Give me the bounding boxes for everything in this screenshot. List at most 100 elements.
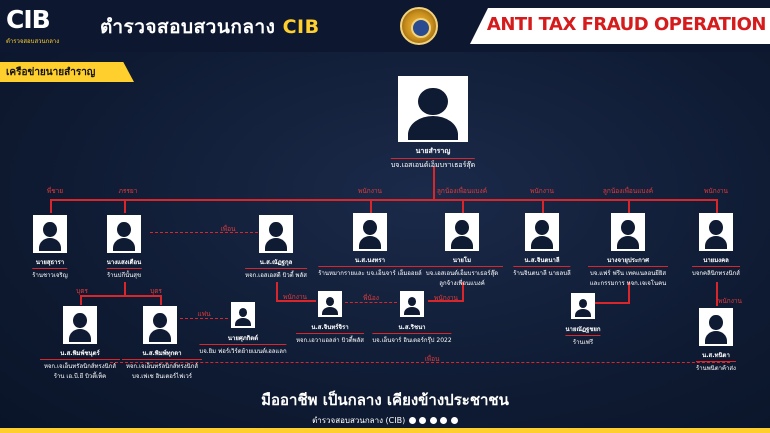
name-r2-1: น.ส.พิมพ์ทุกดา (122, 348, 202, 360)
label-r2-1: น.ส.พิมพ์ทุกดา หจก.เจเอ็นทรัลนิกส์ทรงนิก… (122, 348, 202, 381)
person-r1-2[interactable] (259, 215, 293, 253)
org-r1-0: ร้านชาวเจริญ (32, 272, 68, 279)
person-r2-0[interactable] (63, 306, 97, 344)
org-r1-2: หจก.เอสเอสดี บิวตี้ พลัส (245, 272, 307, 279)
rel-r1-4: ลูกน้องเพื่อนแบงค์ (436, 187, 488, 195)
rel-r1-3: พนักงาน (358, 187, 382, 195)
person-r2-5[interactable] (571, 293, 595, 319)
partner-dotted (180, 318, 228, 319)
rel-employee: พนักงาน (434, 294, 458, 302)
name-r2-5: นายณัฏฐชยก (565, 324, 601, 336)
rel-r1-7: พนักงาน (704, 187, 728, 195)
person-r2-6[interactable] (699, 308, 733, 346)
root-connector (433, 166, 435, 200)
person-r2-1[interactable] (143, 306, 177, 344)
rel-r2-4: พี่น้อง (363, 294, 379, 302)
name-r2-3: น.ส.จินทร์จิรา (296, 322, 364, 334)
branch-2 (124, 199, 126, 213)
jayu-left (594, 302, 630, 304)
name-r1-7: นายมงคล (692, 255, 740, 267)
rel-r1-5: พนักงาน (530, 187, 554, 195)
root-name: นายสำราญ (390, 146, 476, 159)
label-r1-4: นายโม บจ.เอสเอนด์เอ็มบราเธอร์สุ๊ด ลูกจ้า… (421, 255, 503, 288)
footer-credit-text: ตำรวจสอบสวนกลาง (CIB) (312, 416, 406, 425)
branch-8 (716, 199, 718, 213)
org-r2-1: หจก.เจเอ็นทรัลนิกส์ทรงนิกส์ บจ.เฟเช อินเ… (125, 363, 199, 380)
person-r1-0[interactable] (33, 215, 67, 253)
network-label-bar (0, 62, 134, 82)
page-title: ตำรวจสอบสวนกลาง CIB (100, 12, 320, 42)
person-r1-6[interactable] (611, 213, 645, 251)
logo-subtext: ตำรวจสอบสวนกลาง (6, 38, 60, 45)
children-horizontal (80, 295, 162, 297)
rel-r2-2: แฟน (197, 310, 211, 318)
name-r1-4: นายโม (421, 255, 503, 267)
youtube-icon[interactable] (419, 417, 427, 424)
name-r2-6: น.ส.ทนิตา (696, 350, 736, 362)
rel-r1-6: ลูกน้องเพื่อนแบงค์ (602, 187, 654, 195)
name-r2-4: น.ส.ริชนา (372, 322, 452, 334)
org-r2-0: หจก.เจเอ็นทรัลนิกส์ทรงนิกส์ ร้าน เอ.บี.ย… (43, 363, 117, 380)
label-r1-1: นางแสงเดือน ร้านปกีนั้นสุข (106, 257, 142, 280)
network-label: เครือข่ายนายสำราญ (6, 67, 96, 78)
name-r2-0: น.ส.พิมพ์ชนุตร์ (40, 348, 120, 360)
label-r2-2: นายศุภกิตต์ บจ.ยิม ฟอร์เวิร์ดย้ายเมนต์เฮ… (199, 333, 287, 356)
twitter-icon[interactable] (429, 417, 437, 424)
name-r1-3: น.ส.นงทรา (318, 255, 422, 267)
label-r2-0: น.ส.พิมพ์ชนุตร์ หจก.เจเอ็นทรัลนิกส์ทรงนิ… (40, 348, 120, 381)
person-r2-3[interactable] (318, 291, 342, 317)
label-r1-0: นายสุธารา ร้านชาวเจริญ (32, 257, 68, 280)
rel-r2-0: บุตร (76, 287, 88, 295)
banner-box (470, 8, 770, 44)
ssd-down (276, 282, 278, 302)
org-r2-4: บจ.เอ็นจาร์ อินเตอร์กรุ๊ป 2022 (372, 337, 452, 344)
instagram-icon[interactable] (440, 417, 448, 424)
police-seal-icon (400, 7, 438, 45)
facebook-icon[interactable] (408, 417, 416, 424)
spouse-down (124, 282, 126, 296)
label-r1-2: น.ส.ณัฏฐกุล หจก.เอสเอสดี บิวตี้ พลัส (245, 257, 307, 280)
title-accent: CIB (282, 16, 320, 38)
logo-text: CIB (6, 5, 51, 34)
rel-r2-6: พนักงาน (718, 297, 742, 305)
title-main: ตำรวจสอบสวนกลาง (100, 16, 276, 38)
org-r2-3: หจก.เอวาแอลล่า บิวตี้พลัส (296, 337, 364, 344)
rel-r2-3: พนักงาน (283, 293, 307, 301)
bottom-accent-strip (0, 428, 770, 433)
person-r1-4[interactable] (445, 213, 479, 251)
person-r1-5[interactable] (525, 213, 559, 251)
child-1-line (80, 295, 82, 305)
person-r2-2[interactable] (231, 302, 255, 328)
mo-left (428, 300, 464, 302)
label-r2-3: น.ส.จินทร์จิรา หจก.เอวาแอลล่า บิวตี้พลัส (296, 322, 364, 345)
footer-slogan: มืออาชีพ เป็นกลาง เคียงข้างประชาชน (261, 391, 509, 409)
person-r1-3[interactable] (353, 213, 387, 251)
org-r1-5: ร้านจินตนาลี นายลบลี (513, 270, 571, 277)
friend-dotted (150, 232, 258, 233)
org-r1-6: บจ.แฟร์ ฟรีน เทคแนลอนยียิส และกรรมการ หจ… (589, 270, 667, 287)
name-r1-2: น.ส.ณัฏฐกุล (245, 257, 307, 269)
branch-4 (370, 199, 372, 213)
tiktok-icon[interactable] (450, 417, 458, 424)
org-r2-5: ร้านเฟรี (572, 339, 594, 346)
branch-6 (542, 199, 544, 213)
bottom-dotted (110, 362, 730, 363)
label-r2-6: น.ส.ทนิตา ร้านพนิตาค้าส่ง (696, 350, 736, 373)
person-r1-7[interactable] (699, 213, 733, 251)
name-r1-5: น.ส.จินตนาลี (513, 255, 571, 267)
rel-r1-1: ภรรยา (118, 187, 138, 195)
nongtra-dotted (345, 302, 397, 303)
person-r1-1[interactable] (107, 215, 141, 253)
name-r2-2: นายศุภกิตต์ (199, 333, 287, 345)
label-r1-7: นายมงคล บจกคลินิกทรงนิกส์ (692, 255, 740, 278)
mo-down (462, 282, 464, 302)
branch-7 (628, 199, 630, 213)
person-r2-4[interactable] (400, 291, 424, 317)
operation-banner: ANTI TAX FRAUD OPERATION (486, 14, 767, 35)
rel-friend-bottom: เพื่อน (424, 355, 440, 363)
root-avatar[interactable] (398, 76, 468, 142)
jayu-down (628, 282, 630, 304)
org-r1-4: บจ.เอสเอนด์เอ็มบราเธอร์สุ๊ด ลูกจ้างเพื่อ… (425, 270, 499, 287)
rel-r1-0: พี่ชาย (46, 187, 64, 195)
root-label: นายสำราญ บจ.เอสเอนด์เอ็มบราเธอร์สุ๊ด (390, 146, 476, 171)
